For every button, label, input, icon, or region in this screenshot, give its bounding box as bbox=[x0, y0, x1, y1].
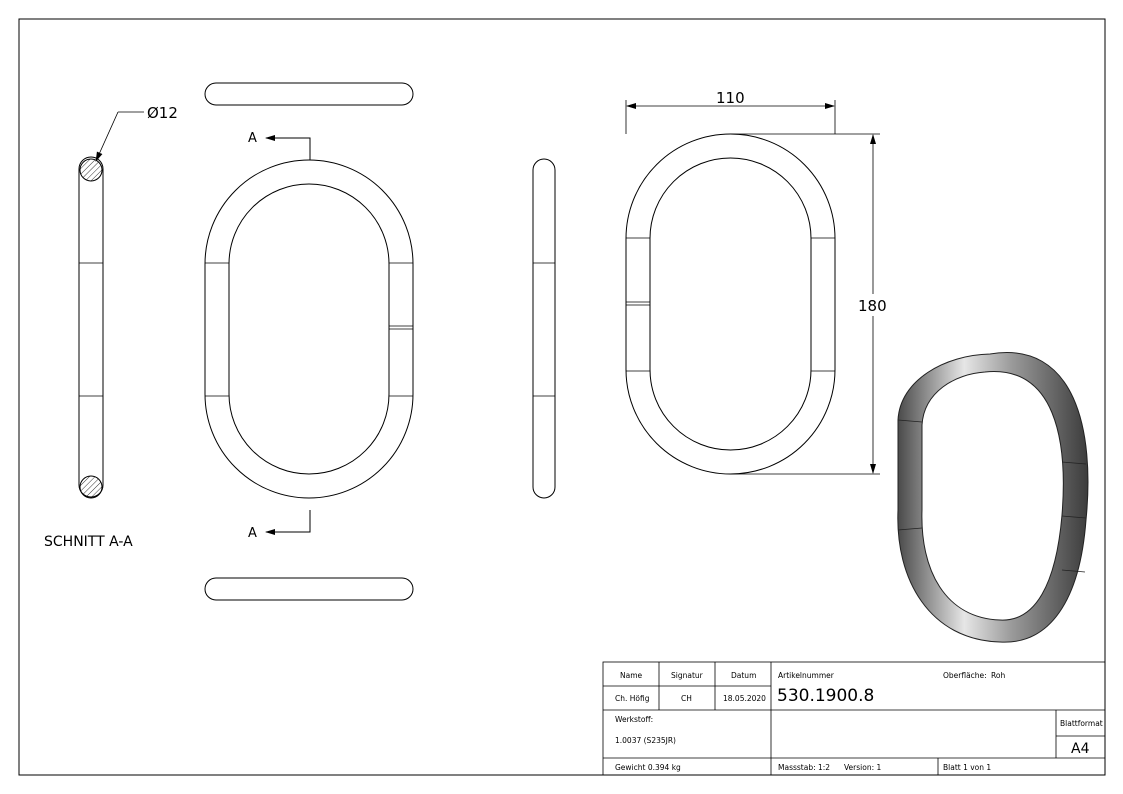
material-label: Werkstoff: bbox=[615, 715, 653, 724]
side-view bbox=[532, 158, 556, 499]
surface-label: Oberfläche: bbox=[943, 671, 987, 680]
sheet-number: Blatt 1 von 1 bbox=[943, 763, 991, 772]
scale: Massstab: 1:2 bbox=[778, 763, 830, 772]
diameter-label: Ø12 bbox=[147, 104, 178, 122]
sheet-border bbox=[18, 18, 1106, 776]
weight: Gewicht 0.394 kg bbox=[615, 763, 681, 772]
article-number: 530.1900.8 bbox=[777, 686, 874, 706]
drafter-signature: CH bbox=[681, 694, 692, 703]
title-block: Name Signatur Datum Ch. Höfig CH 18.05.2… bbox=[602, 661, 1106, 776]
header-signature: Signatur bbox=[671, 671, 704, 680]
sheet-format-label: Blattformat bbox=[1060, 719, 1103, 728]
dimensioned-view: 110 180 bbox=[625, 89, 890, 475]
surface-value: Roh bbox=[991, 671, 1005, 680]
header-date: Datum bbox=[731, 671, 756, 680]
dimension-width: 110 bbox=[716, 89, 745, 107]
sheet-format-value: A4 bbox=[1071, 741, 1090, 757]
section-label: SCHNITT A-A bbox=[44, 534, 133, 550]
header-name: Name bbox=[620, 671, 643, 680]
drafter-name: Ch. Höfig bbox=[615, 694, 650, 703]
section-marker-top: A bbox=[248, 131, 257, 146]
section-view: Ø12 SCHNITT A-A bbox=[44, 104, 178, 550]
material-value: 1.0037 (S235JR) bbox=[615, 736, 676, 745]
drawing-date: 18.05.2020 bbox=[723, 694, 766, 703]
section-marker-bottom: A bbox=[248, 526, 257, 541]
article-number-label: Artikelnummer bbox=[778, 671, 835, 680]
isometric-render bbox=[897, 352, 1089, 643]
dimension-height: 180 bbox=[858, 297, 887, 315]
version: Version: 1 bbox=[844, 763, 881, 772]
front-view: A A bbox=[204, 82, 414, 601]
